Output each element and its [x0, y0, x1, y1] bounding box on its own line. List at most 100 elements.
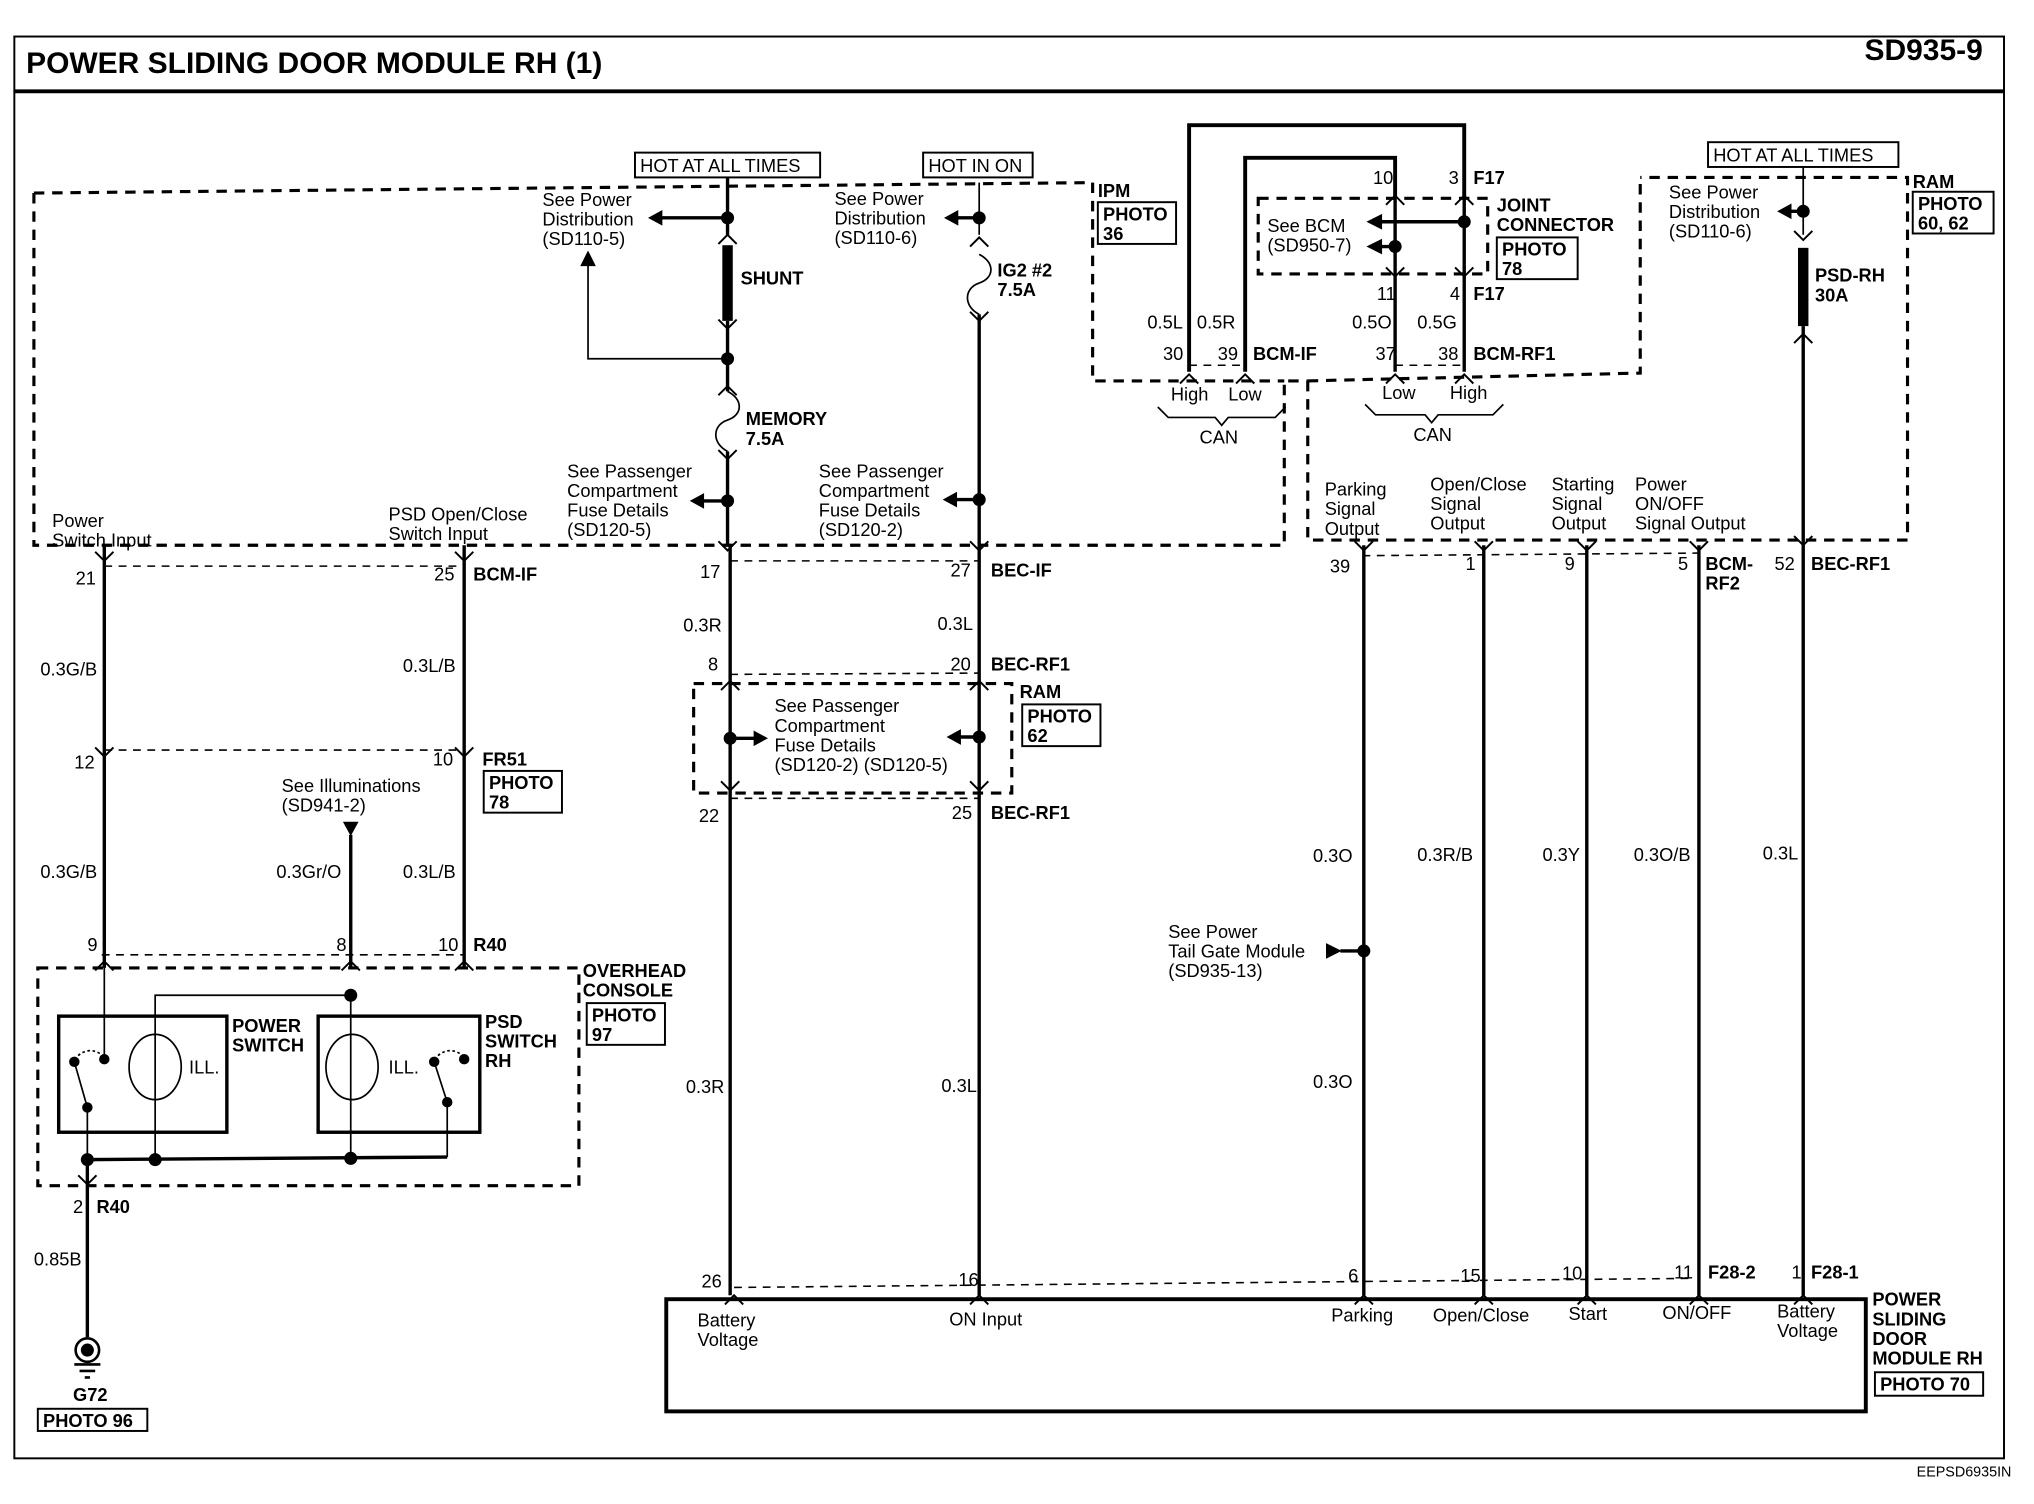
ref-sd110-5-l3: (SD110-5): [542, 228, 625, 249]
connector-chevron-icon: [717, 384, 738, 396]
ref-sd120-5-l1: See Passenger: [567, 460, 692, 481]
wire-05l: 0.5L: [1147, 312, 1183, 333]
connector-chevron-icon: [720, 679, 740, 691]
pin-39: 39: [1218, 343, 1238, 364]
psd-switch-body: [316, 1014, 482, 1134]
pin-10a: 10: [433, 749, 453, 770]
arrow-right-icon: [753, 730, 768, 747]
arrow-left-icon: [648, 210, 663, 226]
ipm-label: IPM: [1098, 180, 1130, 201]
connector-chevron-icon: [1793, 230, 1814, 242]
connector-chevron-icon: [717, 449, 738, 461]
label-parking-2: Signal: [1325, 498, 1376, 519]
can-right-brace: [1364, 403, 1504, 424]
label-power-switch-input-2: Switch Input: [52, 530, 151, 551]
module-name-1: POWER: [1872, 1289, 1941, 1310]
arrow-left-icon: [689, 493, 705, 509]
psd-switch-label-3: RH: [485, 1050, 511, 1071]
pin-10b: 10: [438, 934, 458, 955]
connector-chevron-icon: [77, 1174, 98, 1186]
ram-mid-photo-box: [1021, 703, 1102, 748]
pin-9: 9: [87, 934, 97, 955]
ram-top-photo-box: [1911, 190, 1995, 235]
power-switch-label-1: POWER: [232, 1015, 301, 1036]
splice-joint-b: [1388, 240, 1402, 254]
connector-chevron-icon: [1793, 1293, 1814, 1306]
pin-30: 30: [1163, 343, 1183, 364]
joint-connector-label-2: CONNECTOR: [1497, 214, 1614, 235]
module-pin-open-close: Open/Close: [1433, 1304, 1529, 1325]
label-open-close-1: Open/Close: [1430, 473, 1526, 494]
ground-photo-box: [36, 1407, 149, 1432]
label-starting-1: Starting: [1552, 473, 1615, 494]
ram-top-photo-1: PHOTO: [1918, 193, 1983, 214]
connector-chevron-icon: [454, 746, 474, 758]
ref-sd110-6b-l2: Distribution: [1669, 201, 1760, 222]
connector-chevron-icon: [454, 551, 474, 563]
ground-icon-center: [80, 1343, 94, 1357]
conn-module-row: [734, 1277, 1696, 1289]
power-switch-body: [56, 1014, 229, 1134]
overhead-label-2: CONSOLE: [583, 980, 673, 1001]
connector-chevron-icon: [1385, 194, 1405, 206]
arrow-left-icon: [1366, 213, 1383, 230]
ipm-photo-box: [1096, 201, 1178, 245]
connector-bcm-rf2-1: BCM-: [1705, 553, 1753, 574]
wire-085b: 0.85B: [34, 1248, 82, 1269]
ref-sd120-2-l4: (SD120-2): [819, 519, 903, 540]
pin-m15: 15: [1460, 1265, 1480, 1286]
power-switch-arc: [73, 1049, 105, 1060]
arrow-left-icon: [943, 210, 959, 226]
power-switch-contact-a: [99, 1053, 110, 1065]
connector-chevron-icon: [969, 311, 990, 323]
ref-bcm-l1: See BCM: [1267, 215, 1345, 236]
wire-03ob: 0.3O/B: [1634, 844, 1691, 865]
psd-rh-label-1: PSD-RH: [1815, 265, 1885, 286]
ref-sd110-6a-l2: Distribution: [834, 207, 925, 228]
splice-gnd-2: [148, 1153, 162, 1167]
connector-chevron-icon: [1385, 372, 1405, 385]
wire-03y: 0.3Y: [1542, 844, 1580, 865]
ground-photo: PHOTO 96: [43, 1410, 133, 1431]
connector-chevron-icon: [1576, 540, 1597, 552]
splice-gnd-3: [344, 1151, 358, 1165]
ref-illum-l2: (SD941-2): [282, 794, 366, 815]
wire-lamp-feed: [154, 994, 351, 1100]
ref-tailgate-l3: (SD935-13): [1168, 960, 1262, 981]
psd-switch-lamp-icon: [325, 1033, 379, 1101]
wire-03rb: 0.3R/B: [1417, 844, 1473, 865]
can-right-low: Low: [1382, 382, 1416, 403]
pin-j10: 10: [1373, 167, 1393, 188]
arrow-down-icon: [342, 821, 359, 837]
memory-fuse: [714, 390, 741, 453]
hot-always-label-2: HOT AT ALL TIMES: [1713, 145, 1873, 166]
can-left-low: Low: [1228, 383, 1262, 404]
joint-photo-2: 78: [1502, 258, 1522, 279]
can-right-label: CAN: [1413, 424, 1452, 445]
connector-f17-top: F17: [1473, 167, 1504, 188]
label-power-switch-input-1: Power: [52, 510, 104, 531]
module-name-2: SLIDING: [1872, 1308, 1946, 1329]
page-frame: [13, 35, 2005, 1460]
module-pin-battery2-l1: Battery: [1777, 1300, 1836, 1321]
connector-r40-top: R40: [473, 934, 506, 955]
ram-mid-photo-2: 62: [1027, 725, 1047, 746]
label-open-close-2: Signal: [1430, 493, 1481, 514]
connector-chevron-icon: [1179, 372, 1199, 385]
pin-m10: 10: [1562, 1263, 1582, 1284]
pin-2: 2: [73, 1196, 83, 1217]
pin-39b: 39: [1330, 556, 1350, 577]
pin-20: 20: [951, 653, 971, 674]
fr51-photo-box: [482, 769, 563, 814]
hot-always-label-1: HOT AT ALL TIMES: [640, 155, 800, 176]
pin-52: 52: [1775, 553, 1795, 574]
psd-rh-label-2: 30A: [1815, 284, 1848, 305]
arrow-left-icon: [946, 729, 961, 745]
connector-chevron-icon: [1354, 540, 1374, 552]
connector-chevron-icon: [94, 959, 115, 972]
connector-chevrons: [77, 194, 1814, 1306]
conn-bcm-rf-row: [1362, 552, 1699, 557]
pin-j4: 4: [1450, 283, 1460, 304]
pin-38: 38: [1438, 343, 1458, 364]
